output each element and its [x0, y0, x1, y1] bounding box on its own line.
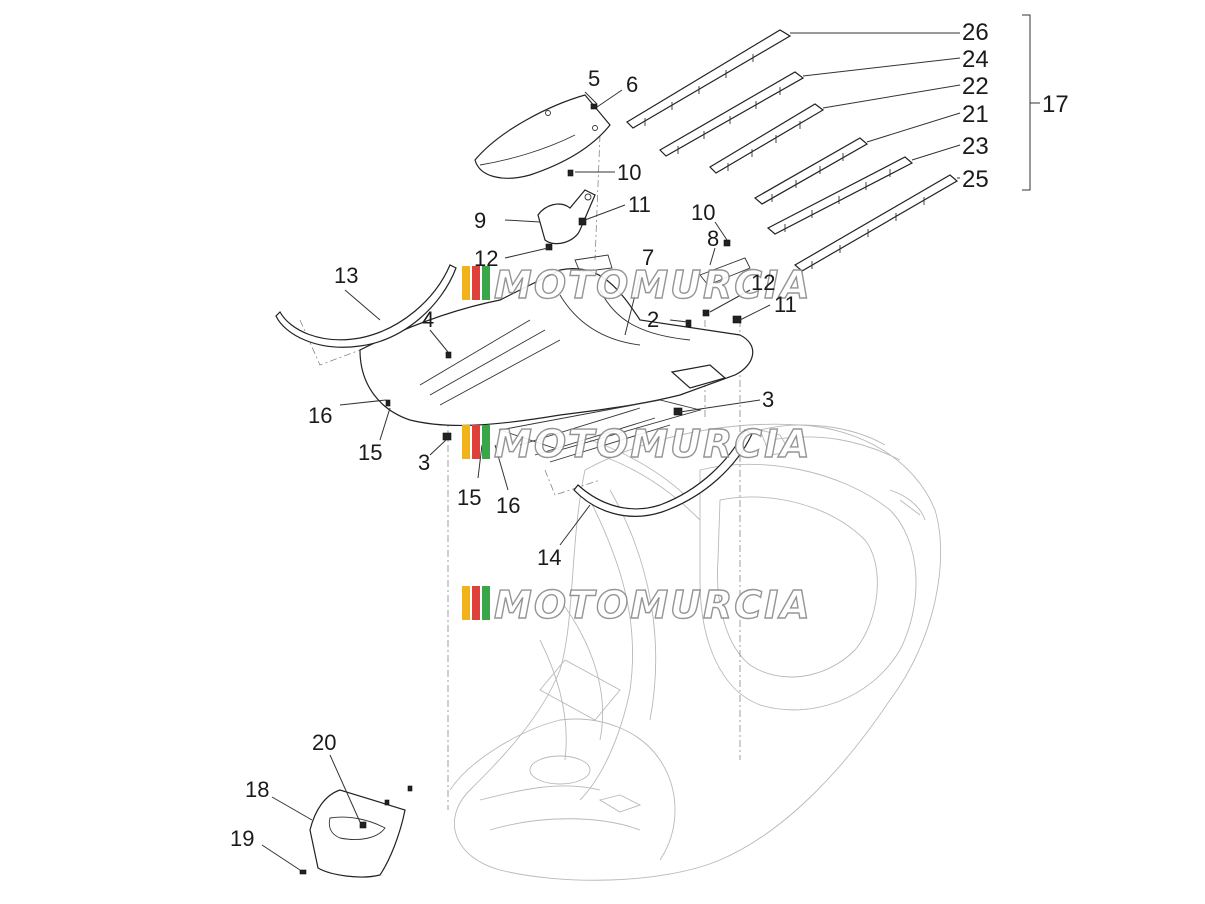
part-5-cover	[474, 94, 611, 179]
part-9-bracket	[537, 189, 596, 245]
callout-4: 4	[422, 307, 434, 332]
trim-strip-25	[793, 174, 959, 272]
callout-11: 11	[774, 292, 797, 317]
callout-6: 6	[626, 72, 638, 97]
callout-3: 3	[762, 387, 774, 412]
callout-25: 25	[962, 166, 989, 193]
callout-26: 26	[962, 19, 989, 46]
watermark-text: MOTOMURCIA	[494, 422, 812, 466]
callout-21: 21	[962, 101, 989, 128]
callout-19: 19	[230, 826, 254, 851]
callout-17: 17	[1042, 91, 1069, 118]
callout-20: 20	[312, 730, 336, 755]
trim-strip-24	[659, 71, 805, 157]
callout-9: 9	[474, 208, 486, 233]
hardware-fasteners	[299, 103, 742, 875]
callout-12: 12	[751, 270, 775, 295]
scooter-body-ghost-outline	[449, 423, 942, 881]
trim-strip-22	[709, 103, 825, 174]
callout-labels: 26 24 22 21 23 25 17 5 6 10 9 11 12 10 8…	[230, 19, 1069, 851]
callout-10: 10	[691, 200, 715, 225]
assembly-dash-lines	[299, 134, 741, 810]
callout-23: 23	[962, 133, 989, 160]
watermark-motomurcia-3: MOTOMURCIA	[462, 582, 812, 628]
part-13-side-strip	[275, 264, 457, 348]
callout-16: 16	[308, 403, 332, 428]
callout-11: 11	[628, 192, 651, 217]
watermark-text: MOTOMURCIA	[494, 263, 812, 307]
callout-7: 7	[642, 245, 654, 270]
callout-10: 10	[617, 160, 641, 185]
callout-18: 18	[245, 777, 269, 802]
callout-12: 12	[474, 246, 498, 271]
callout-15: 15	[457, 485, 481, 510]
watermark-text: MOTOMURCIA	[494, 583, 812, 627]
trim-strip-23	[766, 156, 914, 235]
watermark-motomurcia-1: MOTOMURCIA	[462, 262, 812, 308]
callout-16: 16	[496, 493, 520, 518]
callout-22: 22	[962, 73, 989, 100]
callout-13: 13	[334, 263, 358, 288]
trim-strip-21	[753, 137, 869, 205]
callout-5: 5	[588, 66, 600, 91]
watermark-motomurcia-2: MOTOMURCIA	[462, 421, 812, 467]
leader-lines	[261, 14, 1040, 871]
part-14-side-strip	[573, 429, 753, 517]
callout-3: 3	[418, 450, 430, 475]
part-18-lower-panel	[309, 789, 406, 878]
callout-2: 2	[647, 307, 659, 332]
callout-8: 8	[707, 226, 719, 251]
floor-trim-strips	[626, 29, 959, 272]
callout-14: 14	[537, 545, 561, 570]
part-7-floorboard	[359, 254, 754, 463]
callout-15: 15	[358, 440, 382, 465]
callout-24: 24	[962, 46, 989, 73]
trim-strip-26	[626, 29, 792, 129]
